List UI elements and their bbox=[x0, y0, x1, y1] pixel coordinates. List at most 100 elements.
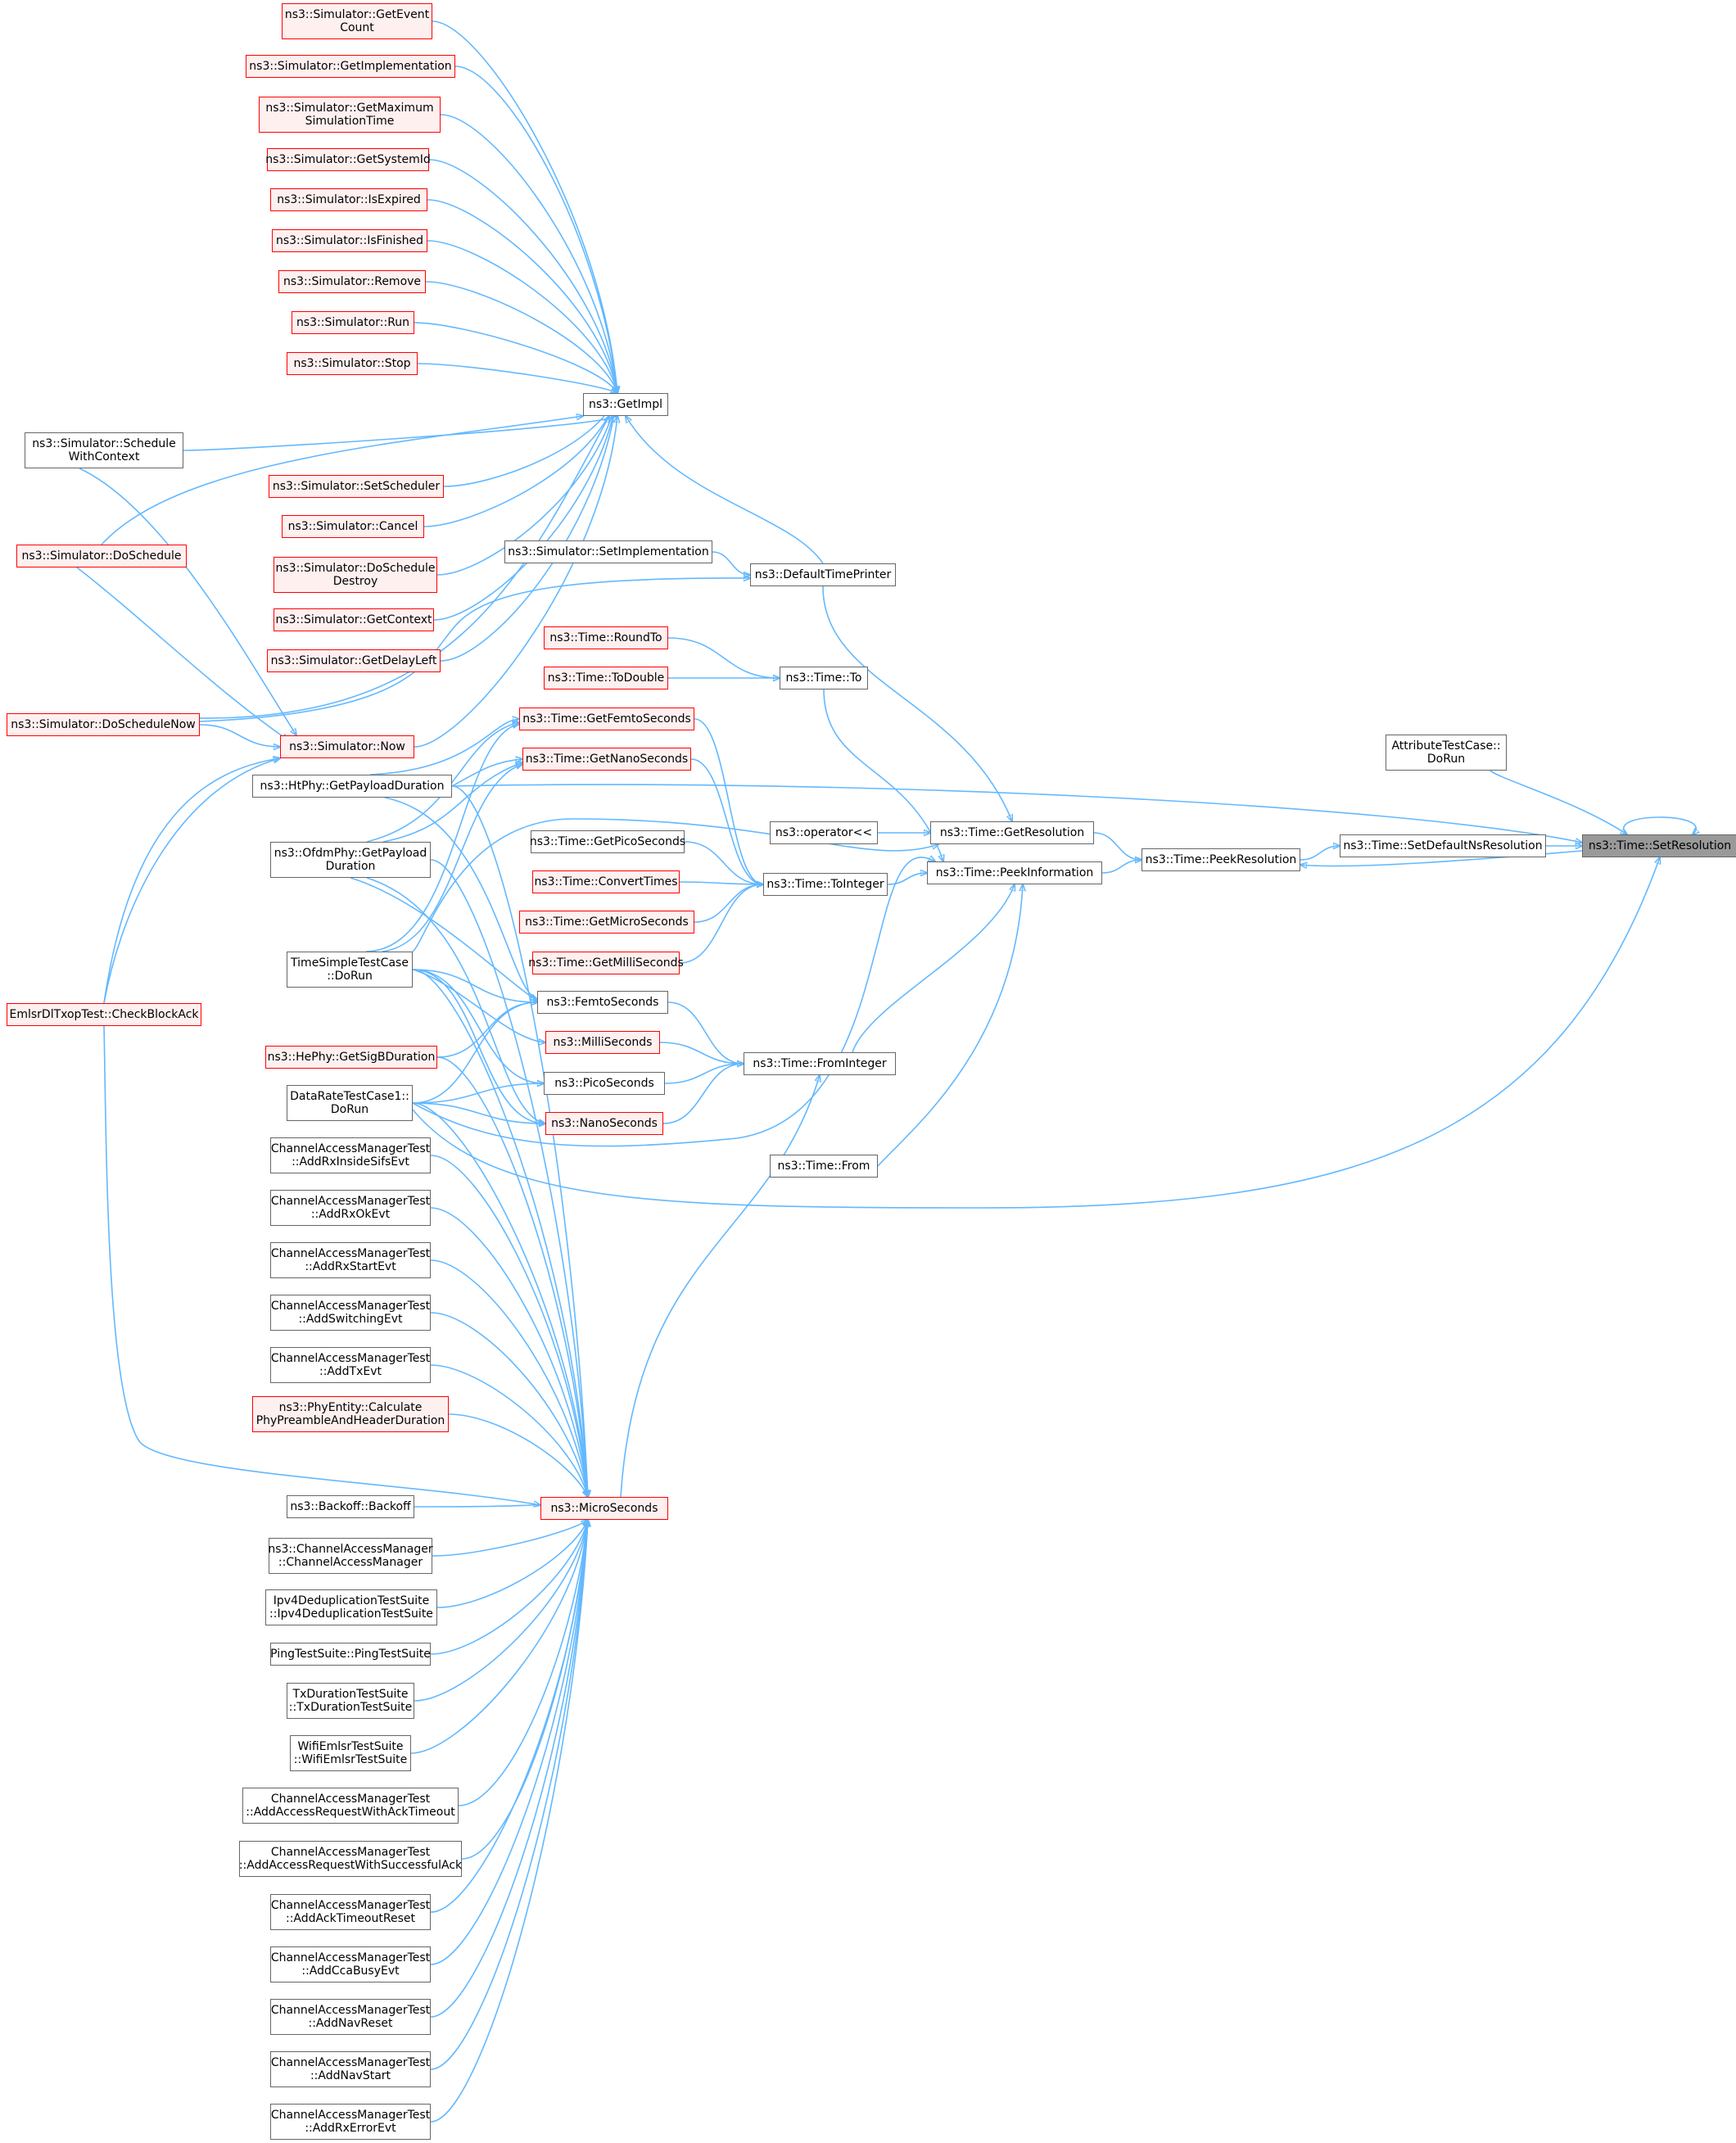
edge-micro-from-camt11 bbox=[430, 1520, 588, 2070]
node-now[interactable]: ns3::Simulator::Now bbox=[280, 735, 414, 758]
node-frominteger[interactable]: ns3::Time::FromInteger bbox=[744, 1052, 896, 1075]
edge-micro-from-camt4 bbox=[430, 1312, 588, 1497]
node-attrtest[interactable]: AttributeTestCase:: DoRun bbox=[1386, 735, 1507, 771]
node-ipv4dedup[interactable]: Ipv4DeduplicationTestSuite ::Ipv4Dedupli… bbox=[265, 1589, 437, 1625]
node-geteventcount[interactable]: ns3::Simulator::GetEvent Count bbox=[282, 3, 432, 39]
edge-getimpl-from-getcontext bbox=[433, 393, 617, 621]
node-nano[interactable]: ns3::NanoSeconds bbox=[545, 1112, 663, 1135]
edge-to-from-roundto bbox=[667, 637, 780, 678]
node-micro[interactable]: ns3::MicroSeconds bbox=[540, 1497, 668, 1520]
node-stop[interactable]: ns3::Simulator::Stop bbox=[287, 352, 418, 375]
node-datarate[interactable]: DataRateTestCase1:: DoRun bbox=[287, 1085, 413, 1121]
node-camt8[interactable]: ChannelAccessManagerTest ::AddAckTimeout… bbox=[270, 1894, 431, 1930]
node-getpico[interactable]: ns3::Time::GetPicoSeconds bbox=[530, 830, 685, 853]
node-getsysid[interactable]: ns3::Simulator::GetSystemId bbox=[265, 148, 431, 171]
edge-micro-from-camt9 bbox=[430, 1520, 588, 1965]
node-camt2[interactable]: ChannelAccessManagerTest ::AddRxOkEvt bbox=[270, 1190, 431, 1226]
edge-getimpl-from-getsysid bbox=[428, 159, 617, 393]
edge-femto-from-timesimple bbox=[412, 969, 537, 1002]
node-getnano[interactable]: ns3::Time::GetNanoSeconds bbox=[522, 748, 691, 771]
edge-defprinter-from-doschednow bbox=[199, 578, 750, 722]
node-milli[interactable]: ns3::MilliSeconds bbox=[545, 1031, 660, 1054]
edge-now-from-doschedule bbox=[76, 567, 288, 740]
node-setimpl[interactable]: ns3::Simulator::SetImplementation bbox=[504, 540, 712, 563]
node-peekinfo[interactable]: ns3::Time::PeekInformation bbox=[927, 861, 1102, 884]
node-camt12[interactable]: ChannelAccessManagerTest ::AddRxErrorEvt bbox=[270, 2104, 431, 2140]
node-cam[interactable]: ns3::ChannelAccessManager ::ChannelAcces… bbox=[268, 1538, 433, 1574]
node-todouble[interactable]: ns3::Time::ToDouble bbox=[544, 667, 668, 689]
node-tointeger[interactable]: ns3::Time::ToInteger bbox=[763, 873, 888, 896]
edge-getfemto-from-htphy bbox=[369, 719, 519, 775]
edge-micro-from-camt10 bbox=[430, 1520, 588, 2018]
node-pico[interactable]: ns3::PicoSeconds bbox=[544, 1072, 665, 1095]
node-timesimple[interactable]: TimeSimpleTestCase ::DoRun bbox=[287, 952, 413, 988]
node-camt4[interactable]: ChannelAccessManagerTest ::AddSwitchingE… bbox=[270, 1295, 431, 1331]
node-doschedestroy[interactable]: ns3::Simulator::DoSchedule Destroy bbox=[274, 557, 437, 593]
node-phyentity[interactable]: ns3::PhyEntity::Calculate PhyPreambleAnd… bbox=[252, 1396, 449, 1432]
edge-getnano-from-timesimple bbox=[382, 764, 522, 952]
edge-now-from-doschednow bbox=[199, 724, 280, 747]
node-cancel[interactable]: ns3::Simulator::Cancel bbox=[282, 515, 424, 538]
node-opshift[interactable]: ns3::operator<< bbox=[770, 821, 878, 844]
node-camt10[interactable]: ChannelAccessManagerTest ::AddNavReset bbox=[270, 1999, 431, 2035]
node-getmilli[interactable]: ns3::Time::GetMilliSeconds bbox=[528, 952, 684, 974]
node-to[interactable]: ns3::Time::To bbox=[780, 667, 868, 689]
node-setsched[interactable]: ns3::Simulator::SetScheduler bbox=[269, 475, 444, 498]
node-getres[interactable]: ns3::Time::GetResolution bbox=[930, 821, 1094, 844]
edge-getimpl-from-getdelayleft bbox=[440, 393, 617, 662]
edge-getimpl-from-doschedestroy bbox=[436, 393, 617, 576]
node-camt9[interactable]: ChannelAccessManagerTest ::AddCcaBusyEvt bbox=[270, 1946, 431, 1983]
node-hephy[interactable]: ns3::HePhy::GetSigBDuration bbox=[265, 1046, 437, 1069]
edge-getimpl-from-run bbox=[414, 322, 617, 393]
node-backoff[interactable]: ns3::Backoff::Backoff bbox=[287, 1495, 414, 1518]
edge-getnano-from-ofdmphy bbox=[382, 762, 522, 843]
node-roundto[interactable]: ns3::Time::RoundTo bbox=[544, 626, 668, 649]
edge-femto-from-hephy bbox=[436, 1002, 537, 1058]
edge-micro-from-wifiemlsr bbox=[410, 1520, 588, 1754]
node-ofdmphy[interactable]: ns3::OfdmPhy::GetPayload Duration bbox=[270, 842, 431, 878]
edge-pico-from-timesimple bbox=[412, 969, 544, 1083]
node-run[interactable]: ns3::Simulator::Run bbox=[292, 311, 414, 334]
node-defprinter[interactable]: ns3::DefaultTimePrinter bbox=[750, 563, 896, 586]
node-ping[interactable]: PingTestSuite::PingTestSuite bbox=[270, 1643, 431, 1666]
edge-getnano-from-htphy bbox=[451, 759, 522, 787]
node-getfemto[interactable]: ns3::Time::GetFemtoSeconds bbox=[519, 708, 694, 730]
node-getmicro[interactable]: ns3::Time::GetMicroSeconds bbox=[519, 911, 694, 934]
edge-micro-from-timesimple bbox=[412, 969, 588, 1497]
edge-micro-from-camt6 bbox=[458, 1520, 588, 1806]
node-convtimes[interactable]: ns3::Time::ConvertTimes bbox=[532, 870, 680, 893]
node-schedwc[interactable]: ns3::Simulator::Schedule WithContext bbox=[25, 432, 183, 468]
node-isexpired[interactable]: ns3::Simulator::IsExpired bbox=[270, 188, 427, 211]
node-getimpl[interactable]: ns3::GetImpl bbox=[583, 393, 668, 416]
node-doschednow[interactable]: ns3::Simulator::DoScheduleNow bbox=[7, 713, 200, 736]
node-camt1[interactable]: ChannelAccessManagerTest ::AddRxInsideSi… bbox=[270, 1137, 431, 1173]
node-txdur[interactable]: TxDurationTestSuite ::TxDurationTestSuit… bbox=[287, 1683, 414, 1719]
node-setdefns[interactable]: ns3::Time::SetDefaultNsResolution bbox=[1340, 834, 1546, 857]
edge-tointeger-from-getpico bbox=[684, 841, 763, 884]
node-camt3[interactable]: ChannelAccessManagerTest ::AddRxStartEvt bbox=[270, 1242, 431, 1278]
node-isfinished[interactable]: ns3::Simulator::IsFinished bbox=[272, 229, 427, 252]
node-getmaxsim[interactable]: ns3::Simulator::GetMaximum SimulationTim… bbox=[259, 97, 441, 133]
node-getcontext[interactable]: ns3::Simulator::GetContext bbox=[274, 608, 434, 631]
node-emlsr[interactable]: EmlsrDlTxopTest::CheckBlockAck bbox=[7, 1003, 201, 1026]
node-remove[interactable]: ns3::Simulator::Remove bbox=[278, 270, 426, 293]
node-doschedule[interactable]: ns3::Simulator::DoSchedule bbox=[16, 545, 187, 567]
node-htphy[interactable]: ns3::HtPhy::GetPayloadDuration bbox=[252, 775, 452, 798]
node-wifiemlsr[interactable]: WifiEmlsrTestSuite ::WifiEmlsrTestSuite bbox=[290, 1735, 411, 1771]
node-peekres[interactable]: ns3::Time::PeekResolution bbox=[1142, 848, 1300, 871]
edge-peekinfo-from-tointeger bbox=[887, 873, 927, 885]
node-getdelayleft[interactable]: ns3::Simulator::GetDelayLeft bbox=[267, 649, 441, 672]
edge-tointeger-from-getmilli bbox=[679, 884, 763, 964]
edge-getimpl-from-getimplementation bbox=[454, 66, 617, 393]
node-femto[interactable]: ns3::FemtoSeconds bbox=[537, 991, 668, 1014]
node-camt11[interactable]: ChannelAccessManagerTest ::AddNavStart bbox=[270, 2051, 431, 2087]
edge-getres-from-defprinter bbox=[822, 585, 1012, 821]
node-camt6[interactable]: ChannelAccessManagerTest ::AddAccessRequ… bbox=[242, 1788, 459, 1824]
node-camt7[interactable]: ChannelAccessManagerTest ::AddAccessRequ… bbox=[239, 1841, 462, 1877]
node-camt5[interactable]: ChannelAccessManagerTest ::AddTxEvt bbox=[270, 1347, 431, 1383]
edge-setres-from-datarate bbox=[412, 857, 1660, 1209]
edge-getres-from-timesimple bbox=[412, 818, 938, 952]
node-from[interactable]: ns3::Time::From bbox=[770, 1155, 878, 1178]
node-getimplementation[interactable]: ns3::Simulator::GetImplementation bbox=[246, 55, 455, 78]
